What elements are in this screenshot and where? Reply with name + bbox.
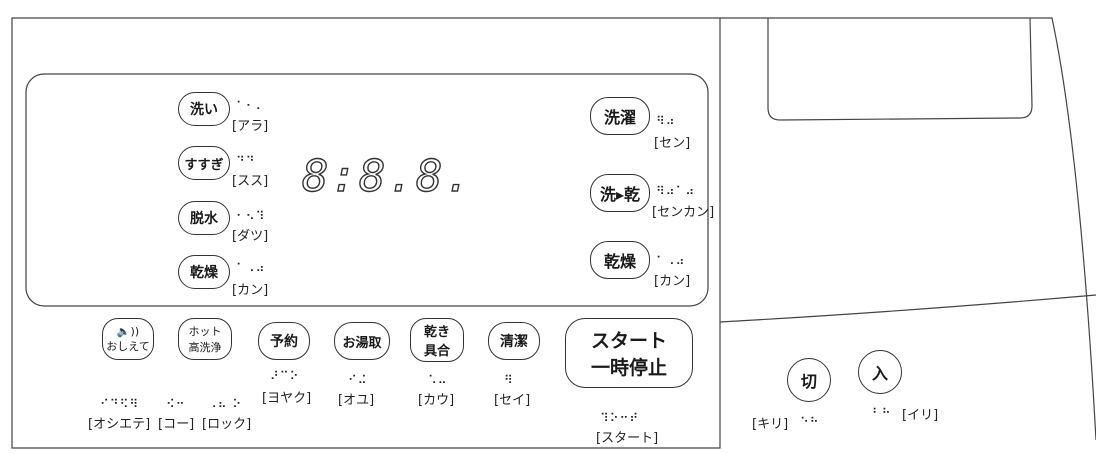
hot-water-reading: [オユ] (338, 393, 375, 408)
clean-button[interactable]: 清潔 (488, 322, 540, 360)
power-on-braille: ⠃⠓ (872, 406, 892, 420)
lock-reading: [ロック] (202, 417, 252, 432)
wash-braille: ⠁⠂⠄ (236, 99, 266, 113)
notify-button[interactable]: 🔈)) おしえて (102, 318, 154, 360)
rinse-reading: [スス] (232, 174, 269, 189)
dryness-reading: [カウ] (418, 393, 455, 408)
timer-braille: ⠜⠉⠕ (270, 369, 300, 383)
wash-mode-braille: ⠻⠴ (656, 114, 676, 128)
dry-reading-left: [カン] (232, 283, 269, 298)
dry-mode-braille: ⠁⠠⠴ (656, 254, 686, 268)
course-braille: ⠪⠒ (166, 397, 186, 411)
spin-button[interactable]: 脱水 (178, 201, 230, 235)
start-braille: ⠹⠕⠒⠞ (600, 411, 640, 425)
clean-braille: ⠻ (504, 373, 514, 387)
hot-water-button[interactable]: お湯取 (334, 322, 390, 360)
wash-dry-button[interactable]: 洗▸乾 (590, 174, 650, 212)
rinse-braille: ⠙⠙ (236, 154, 256, 168)
clean-reading: [セイ] (494, 393, 531, 408)
power-off-braille: ⠑⠓ (800, 415, 820, 429)
start-reading: [スタート] (596, 431, 659, 446)
wash-mode-reading: [セン] (654, 136, 691, 151)
timer-button[interactable]: 予約 (258, 322, 310, 360)
wash-mode-button[interactable]: 洗濯 (590, 97, 650, 135)
power-on-button[interactable]: 入 (858, 350, 902, 394)
timer-reading: [ヨヤク] (262, 391, 312, 406)
power-on-reading: [イリ] (902, 408, 939, 423)
power-off-reading: [キリ] (752, 417, 789, 432)
hot-wash-button[interactable]: ホット 高洗浄 (178, 318, 232, 360)
dry-mode-button[interactable]: 乾燥 (590, 241, 650, 279)
dry-mode-reading: [カン] (654, 274, 691, 289)
wash-button[interactable]: 洗い (178, 92, 230, 126)
power-off-button[interactable]: 切 (787, 358, 831, 402)
notify-braille: ⠊⠙⠫⠻ (100, 397, 140, 411)
speaker-icon: 🔈)) (116, 324, 140, 338)
rinse-button[interactable]: すすぎ (178, 146, 230, 180)
wash-dry-reading: [センカン] (652, 205, 715, 220)
dry-button-left[interactable]: 乾燥 (178, 255, 230, 289)
course-reading: [コー] (158, 417, 195, 432)
wash-reading: [アラ] (232, 119, 269, 134)
time-display: 8:8.8. (301, 151, 473, 202)
lock-braille: ⠠⠦ ⠕ (208, 397, 243, 411)
hot-water-braille: ⠊⠬ (348, 373, 368, 387)
dry-braille-left: ⠁⠠⠴ (236, 261, 266, 275)
notify-reading: [オシエテ] (88, 417, 151, 432)
dryness-button[interactable]: 乾き 具合 (410, 318, 464, 362)
start-pause-button[interactable]: スタート 一時停止 (565, 318, 693, 388)
spin-braille: ⠂⠢⠹ (236, 209, 266, 223)
wash-dry-braille: ⠻⠴⠁⠴ (656, 184, 696, 198)
dryness-braille: ⠡⠤ (428, 373, 448, 387)
spin-reading: [ダツ] (232, 229, 269, 244)
